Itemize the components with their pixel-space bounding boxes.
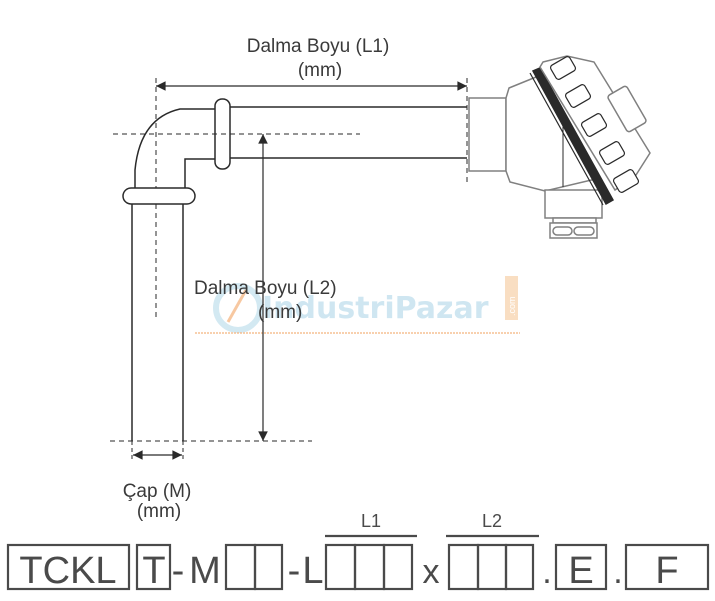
code-dot2: . <box>613 553 622 591</box>
code-box-m2 <box>253 543 284 591</box>
code-box-l2-2 <box>476 543 508 591</box>
watermark-suffix: .com <box>507 296 517 316</box>
code-box-e <box>554 543 608 591</box>
code-dot1: . <box>542 553 551 591</box>
code-x-label: x <box>423 553 440 591</box>
diameter-dimension: Çap (M) (mm) <box>123 441 192 522</box>
code-box-l2-3 <box>504 543 535 591</box>
code-box-f <box>624 543 710 591</box>
l1-title: Dalma Boyu (L1) <box>247 36 390 57</box>
l2-dimension: Dalma Boyu (L2) (mm) <box>110 133 360 442</box>
vertical-flange <box>122 187 196 205</box>
code-box-l1-1 <box>324 543 357 591</box>
code-l-label: L <box>302 550 323 592</box>
diameter-unit: (mm) <box>137 501 181 522</box>
code-prefix: TCKL <box>19 550 116 592</box>
l2-title: Dalma Boyu (L2) <box>194 278 337 299</box>
l2-group-label: L2 <box>482 511 502 531</box>
code-box-type <box>135 543 172 591</box>
l1-group-label: L1 <box>361 511 381 531</box>
code-box-l2-1 <box>447 543 480 591</box>
code-box-prefix <box>6 543 131 591</box>
code-sep2: - <box>288 550 301 592</box>
l1-unit: (mm) <box>298 60 342 81</box>
code-box-m1 <box>224 543 257 591</box>
code-f-label: F <box>655 550 678 592</box>
l1-dimension: Dalma Boyu (L1) (mm) <box>155 36 468 320</box>
watermark: IndustriPazar .com <box>195 276 520 334</box>
code-m-label: M <box>189 550 221 592</box>
l2-unit: (mm) <box>258 302 302 323</box>
code-sep1: - <box>172 550 185 592</box>
code-box-l1-2 <box>353 543 386 591</box>
code-type: T <box>142 550 165 592</box>
connection-head <box>468 55 651 239</box>
probe-pipe <box>122 98 467 441</box>
code-box-l1-3 <box>382 543 414 591</box>
diameter-title: Çap (M) <box>123 481 192 502</box>
order-code: TCKL T - M - L L1 x L2 . E . F <box>6 511 710 592</box>
watermark-text: IndustriPazar <box>262 291 489 326</box>
code-e-label: E <box>568 550 593 592</box>
